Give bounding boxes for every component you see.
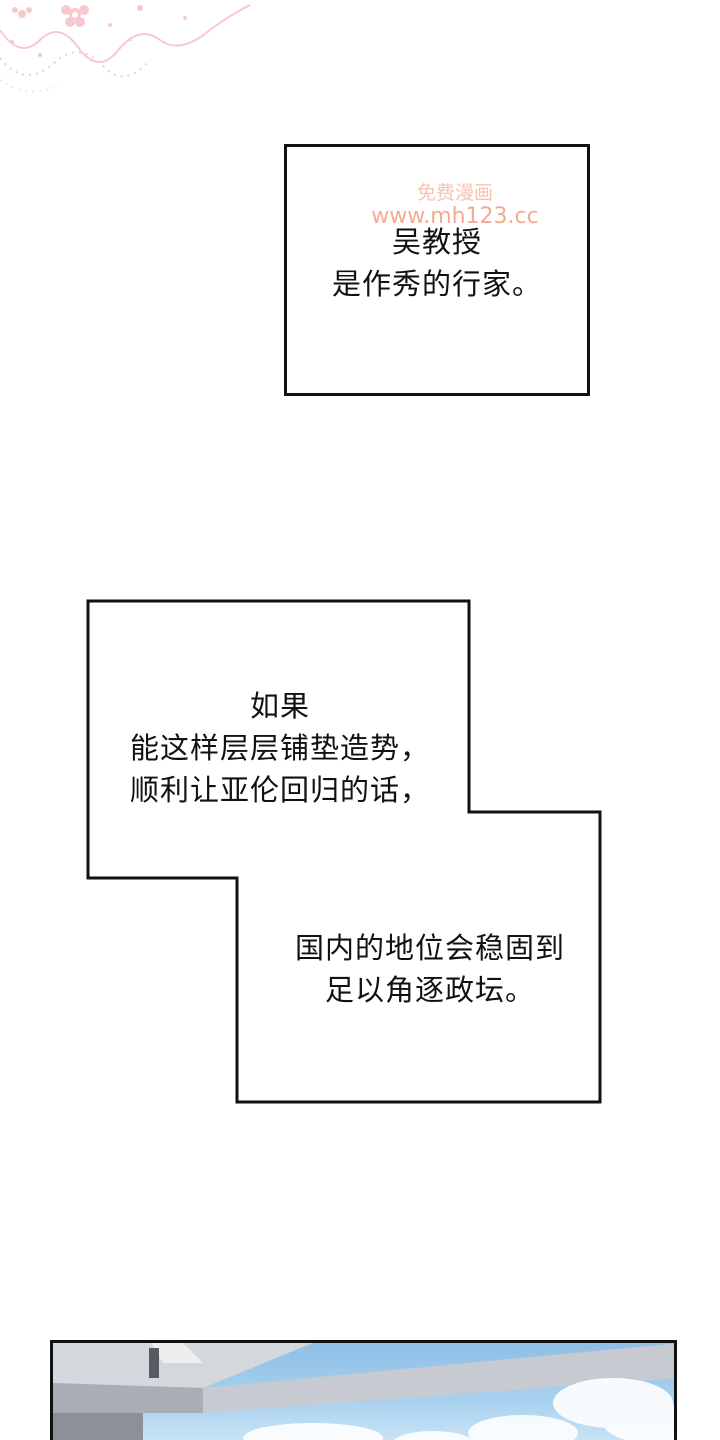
caption-text-1: 吴教授 是作秀的行家。 (331, 225, 542, 301)
watermark-url: www.mh123.cc (371, 204, 539, 229)
caption-box-1 (284, 144, 590, 396)
floral-lace-decoration (0, 4, 251, 93)
watermark: 免费漫画 www.mh123.cc (330, 182, 580, 230)
caption-text-3: 国内的地位会稳固到 足以角逐政坛。 (294, 931, 565, 1007)
caption-box-2 (86, 599, 602, 1104)
sky-panel-illustration (53, 1343, 674, 1440)
sky-panel (50, 1340, 677, 1440)
watermark-site-name: 免费漫画 (416, 182, 493, 204)
caption-text-2: 如果 能这样层层铺垫造势， 顺利让亚伦回归的话， (129, 689, 430, 807)
